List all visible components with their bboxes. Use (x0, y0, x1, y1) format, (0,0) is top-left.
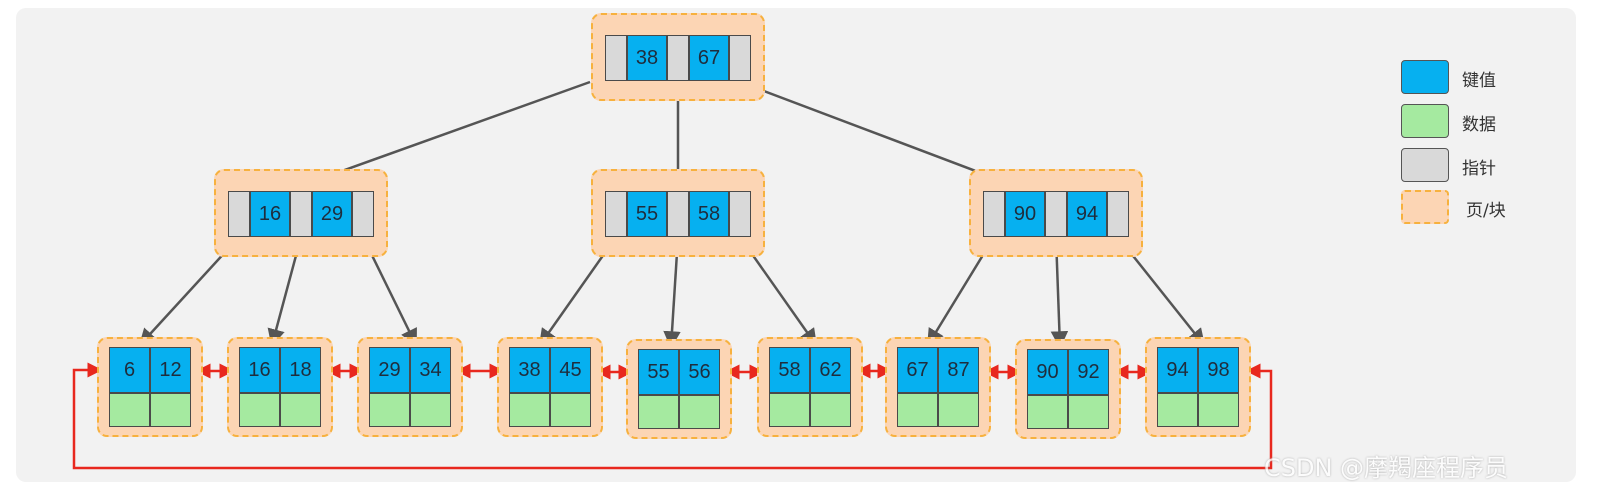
leaf-node-4-data (509, 393, 550, 427)
internal-node-2-pointer (605, 191, 627, 237)
leaf-node-4-key: 38 (509, 347, 550, 393)
leaf-node-5-key: 55 (638, 349, 679, 395)
internal-node-2-pointer (667, 191, 689, 237)
leaf-node-9-data (1157, 393, 1198, 427)
internal-node-2-key: 55 (627, 191, 667, 237)
leaf-node-8-data (1068, 395, 1109, 429)
leaf-node-1-key: 6 (109, 347, 150, 393)
internal-node-1-pointer (290, 191, 312, 237)
root-node-pointer (605, 35, 627, 81)
root-node-key: 38 (627, 35, 667, 81)
leaf-node-5-key: 56 (679, 349, 720, 395)
leaf-node-1-data (150, 393, 191, 427)
leaf-node-3-data (369, 393, 410, 427)
leaf-node-6-key: 62 (810, 347, 851, 393)
leaf-node-8-data (1027, 395, 1068, 429)
legend-label-3: 指针 (1462, 159, 1496, 179)
leaf-node-7-key: 87 (938, 347, 979, 393)
leaf-node-5-data (679, 395, 720, 429)
internal-node-3-pointer (1045, 191, 1067, 237)
leaf-node-3-key: 29 (369, 347, 410, 393)
leaf-node-5-data (638, 395, 679, 429)
legend-swatch-4 (1401, 190, 1449, 224)
leaf-node-1-data (109, 393, 150, 427)
root-node-pointer (667, 35, 689, 81)
internal-node-3-key: 90 (1005, 191, 1045, 237)
legend-label-1: 键值 (1462, 71, 1496, 91)
leaf-node-3-key: 34 (410, 347, 451, 393)
internal-node-1-pointer (352, 191, 374, 237)
leaf-node-2-data (239, 393, 280, 427)
legend-label-2: 数据 (1462, 115, 1496, 135)
internal-node-3-pointer (1107, 191, 1129, 237)
leaf-node-8-key: 90 (1027, 349, 1068, 395)
leaf-node-7-data (938, 393, 979, 427)
leaf-node-6-key: 58 (769, 347, 810, 393)
internal-node-3-key: 94 (1067, 191, 1107, 237)
internal-node-3-pointer (983, 191, 1005, 237)
root-node-pointer (729, 35, 751, 81)
leaf-node-1-key: 12 (150, 347, 191, 393)
legend-swatch-3 (1401, 148, 1449, 182)
legend-swatch-1 (1401, 60, 1449, 94)
leaf-node-4-data (550, 393, 591, 427)
leaf-wrap-link (72, 362, 1273, 470)
leaf-node-7-key: 67 (897, 347, 938, 393)
internal-node-2-pointer (729, 191, 751, 237)
leaf-node-9-data (1198, 393, 1239, 427)
leaf-node-6-data (769, 393, 810, 427)
leaf-node-6-data (810, 393, 851, 427)
legend-label-4: 页/块 (1466, 201, 1506, 221)
leaf-node-9-key: 94 (1157, 347, 1198, 393)
leaf-node-9-key: 98 (1198, 347, 1239, 393)
watermark: CSDN @摩羯座程序员 (1264, 454, 1509, 482)
legend-swatch-2 (1401, 104, 1449, 138)
leaf-node-7-data (897, 393, 938, 427)
leaf-node-2-key: 16 (239, 347, 280, 393)
leaf-node-2-key: 18 (280, 347, 321, 393)
leaf-node-8-key: 92 (1068, 349, 1109, 395)
internal-node-2-key: 58 (689, 191, 729, 237)
leaf-node-2-data (280, 393, 321, 427)
leaf-node-4-key: 45 (550, 347, 591, 393)
root-node-key: 67 (689, 35, 729, 81)
internal-node-1-key: 16 (250, 191, 290, 237)
leaf-node-3-data (410, 393, 451, 427)
internal-node-1-key: 29 (312, 191, 352, 237)
internal-node-1-pointer (228, 191, 250, 237)
